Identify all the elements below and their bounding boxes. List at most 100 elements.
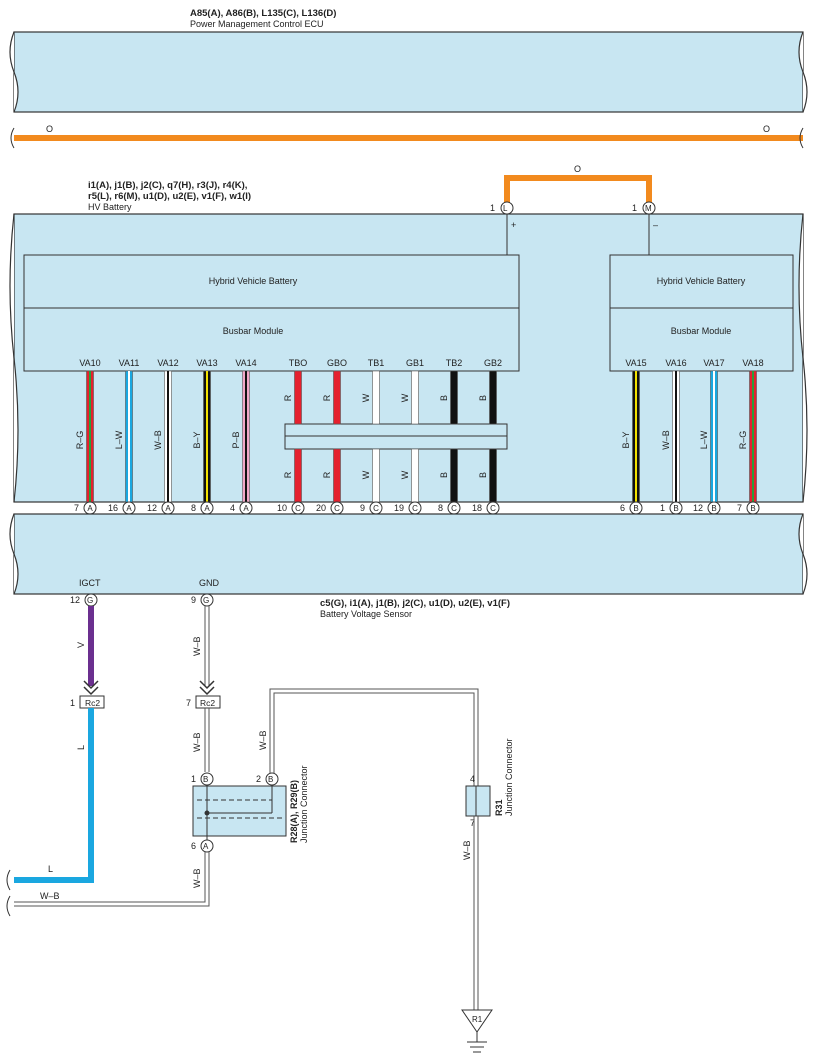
wire-top-label: VA13 xyxy=(196,358,217,368)
jc1-to-r31-wire[interactable] xyxy=(269,688,479,786)
wire-color-label: W xyxy=(361,393,371,402)
wire-color-label: R xyxy=(322,394,332,401)
igct-label: IGCT xyxy=(79,578,101,588)
jc1-code: R28(A), R29(B) xyxy=(289,780,299,843)
wire-color-label: R–G xyxy=(75,431,85,450)
wire-line xyxy=(333,448,341,503)
wire-conn-letter: C xyxy=(490,504,496,513)
M-terminal-label: M xyxy=(645,204,652,213)
wire-top-label: VA11 xyxy=(119,358,140,368)
jc1-terminal-a[interactable] xyxy=(200,772,214,786)
gnd-terminal[interactable] xyxy=(200,593,214,607)
busbar-left-box[interactable] xyxy=(23,307,520,372)
jc2-code: R31 xyxy=(494,799,504,816)
gnd-rc-box[interactable] xyxy=(195,695,221,709)
wire-conn-letter: C xyxy=(334,504,340,513)
igct-wire-label: V xyxy=(76,642,86,648)
wire-conn-letter: C xyxy=(451,504,457,513)
r31-to-ground-wire[interactable] xyxy=(473,816,479,1010)
ecu-box[interactable] xyxy=(13,31,804,113)
orange-wire-break-right xyxy=(799,127,804,149)
ground-label: R1 xyxy=(472,1015,483,1024)
wire-conn-letter: C xyxy=(412,504,418,513)
wire-conn-letter: A xyxy=(243,504,249,513)
wire-color-label: B xyxy=(478,395,488,401)
wire-top-label: TB2 xyxy=(446,358,463,368)
wire-line xyxy=(411,448,419,503)
hv-codes-1: i1(A), j1(B), j2(C), q7(H), r3(J), r4(K)… xyxy=(88,180,247,191)
wire-color-label: W–B xyxy=(661,430,671,450)
wire-top-label: TBO xyxy=(289,358,308,368)
busbar-left-label: Busbar Module xyxy=(223,326,284,336)
jc2-box[interactable] xyxy=(465,785,491,817)
gnd-wire-2[interactable] xyxy=(204,708,210,772)
wire-top-label: GBO xyxy=(327,358,347,368)
wire-line xyxy=(372,448,380,503)
wire-line xyxy=(333,370,341,425)
wire-line xyxy=(294,370,302,425)
gnd-rc-pin: 7 xyxy=(186,698,191,708)
wire-pin-number: 20 xyxy=(316,503,326,513)
wire-pin-number: 8 xyxy=(191,503,196,513)
jc1-terminal-b[interactable] xyxy=(265,772,279,786)
orange-jumper-wire[interactable] xyxy=(504,175,652,207)
gnd-pin: 9 xyxy=(191,595,196,605)
plus-sign: + xyxy=(511,220,516,230)
sensor-codes: c5(G), i1(A), j1(B), j2(C), u1(D), u2(E)… xyxy=(320,598,510,609)
jc1-dashes xyxy=(197,799,282,819)
wire-pin-number: 10 xyxy=(277,503,287,513)
wire-top-label: VA15 xyxy=(625,358,646,368)
jc2-name: Junction Connector xyxy=(504,738,514,816)
gnd-label: GND xyxy=(199,578,220,588)
busbar-right-box[interactable] xyxy=(609,307,794,372)
wire-top-label: VA10 xyxy=(79,358,100,368)
orange-wire-break-left xyxy=(10,127,15,149)
gnd-wire[interactable] xyxy=(204,606,210,686)
jc1-pin-b: 2 xyxy=(256,774,261,784)
l-wire-label-2: L xyxy=(48,864,53,874)
wire-color-label: R xyxy=(283,394,293,401)
wire-conn-letter: C xyxy=(295,504,301,513)
jc1-out-wire[interactable] xyxy=(14,852,210,907)
sensor-box[interactable] xyxy=(13,513,804,595)
wire-pin-number: 6 xyxy=(620,503,625,513)
wire-pin-number: 7 xyxy=(737,503,742,513)
minus-sign: – xyxy=(653,220,658,230)
wire-pin-number: 7 xyxy=(74,503,79,513)
ground-icon xyxy=(467,1032,487,1053)
ground-triangle[interactable] xyxy=(461,1009,493,1033)
wire-conn-letter: B xyxy=(673,504,678,513)
wire-line xyxy=(489,370,497,425)
wire-color-label: B–Y xyxy=(621,431,631,448)
hvb-left-box[interactable] xyxy=(23,254,520,309)
ecu-name: Power Management Control ECU xyxy=(190,19,324,29)
jc1-terminal-c[interactable] xyxy=(200,839,214,853)
wire-pin-number: 12 xyxy=(693,503,703,513)
hvb-right-box[interactable] xyxy=(609,254,794,309)
wire-color-label: W xyxy=(400,470,410,479)
wire-top-label: VA18 xyxy=(742,358,763,368)
gnd-arrow xyxy=(199,680,215,696)
ecu-break-left xyxy=(9,31,19,113)
jc1-conn-c: A xyxy=(203,842,209,851)
hv-name: HV Battery xyxy=(88,202,132,212)
jc1-name: Junction Connector xyxy=(299,765,309,843)
wire-conn-letter: A xyxy=(87,504,93,513)
wire-conn-letter: B xyxy=(633,504,638,513)
igct-pin: 12 xyxy=(70,595,80,605)
l-wire-label: L xyxy=(76,745,86,750)
jc1-out-label: W–B xyxy=(192,868,202,888)
wire-pin-number: 4 xyxy=(230,503,235,513)
igct-rc-pin: 1 xyxy=(70,698,75,708)
wire-top-label: TB1 xyxy=(368,358,385,368)
hv-break-right xyxy=(798,213,808,503)
jc1-conn-a: B xyxy=(203,775,208,784)
jc1-conn-b: B xyxy=(268,775,273,784)
l-wire[interactable] xyxy=(14,708,94,883)
wire-color-label: P–B xyxy=(231,431,241,448)
wire-top-label: GB1 xyxy=(406,358,424,368)
wire-color-label: W xyxy=(400,393,410,402)
wire-conn-letter: A xyxy=(165,504,171,513)
wire-conn-letter: A xyxy=(126,504,132,513)
